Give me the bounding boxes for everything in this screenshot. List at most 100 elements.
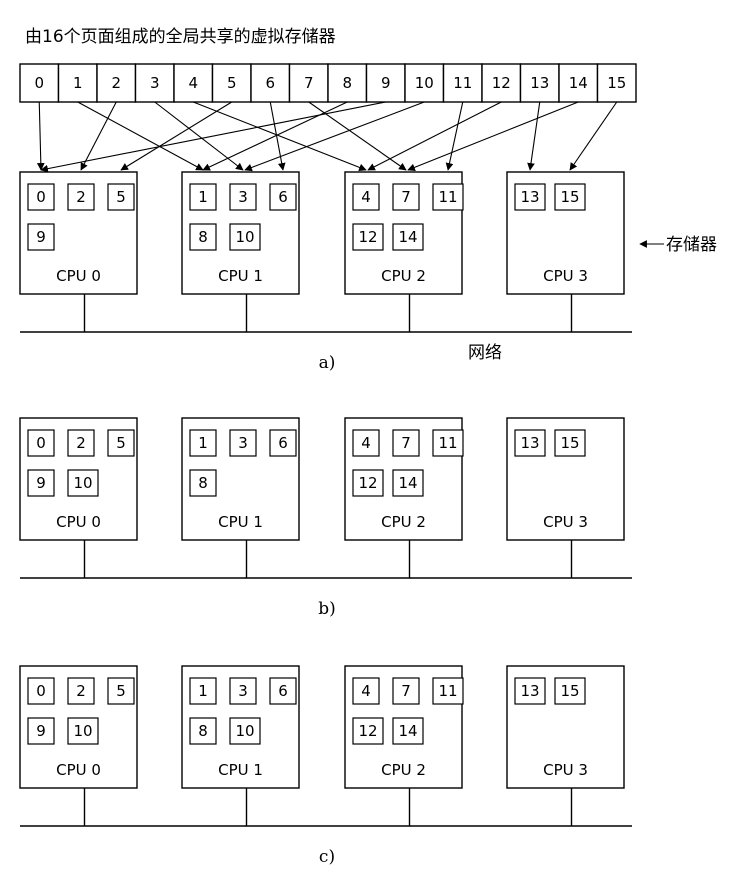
page-frame-number: 2 [76,682,86,700]
virtual-page-7: 7 [288,63,329,103]
virtual-page-number: 14 [569,74,588,92]
page-frame-number: 10 [73,722,92,740]
page-frame-number: 8 [198,722,208,740]
page-frame-11: 11 [432,183,464,211]
virtual-page-number: 7 [304,74,314,92]
page-frame-4: 4 [352,429,380,457]
page-frame-9: 9 [27,717,55,745]
page-frame-number: 6 [278,682,288,700]
panel-caption: c) [319,847,335,867]
mapping-arrow-5 [120,101,233,171]
mapping-arrow-6 [269,101,286,171]
page-frame-number: 13 [520,434,539,452]
page-frame-number: 6 [278,434,288,452]
cpu-node-0: CPU 0 0 2 5 9 10 [19,665,138,826]
page-frame-7: 7 [392,677,420,705]
page-frame-number: 14 [398,722,417,740]
title: 由16个页面组成的全局共享的虚拟存储器 [25,27,336,47]
page-frame-number: 0 [36,434,46,452]
virtual-page-6: 6 [250,63,291,103]
page-frame-number: 6 [278,188,288,206]
cpu-label: CPU 2 [381,761,426,779]
page-frame-12: 12 [352,223,384,251]
page-frame-7: 7 [392,429,420,457]
page-frame-9: 9 [27,469,55,497]
page-frame-4: 4 [352,677,380,705]
virtual-page-8: 8 [327,63,368,103]
page-frame-9: 9 [27,223,55,251]
page-frame-2: 2 [67,429,95,457]
virtual-page-number: 13 [530,74,549,92]
mapping-arrow-0 [36,101,45,171]
cpu-label: CPU 2 [381,513,426,531]
page-frame-number: 7 [401,682,411,700]
cpu-label: CPU 3 [543,761,588,779]
virtual-page-number: 2 [111,74,121,92]
page-frame-6: 6 [269,429,297,457]
page-frame-number: 3 [238,682,248,700]
page-frame-15: 15 [554,677,586,705]
network-label: 网络 [468,343,502,363]
cpu-node-3: CPU 3 13 15 [506,665,625,826]
page-frame-number: 11 [438,434,457,452]
cpu-label: CPU 3 [543,267,588,285]
page-frame-number: 14 [398,228,417,246]
virtual-page-0: 0 [19,63,60,103]
cpu-label: CPU 0 [56,513,101,531]
page-frame-11: 11 [432,429,464,457]
mapping-arrow-10 [244,101,425,172]
page-frame-number: 11 [438,682,457,700]
page-frame-15: 15 [554,183,586,211]
mapping-arrow-1 [77,101,204,171]
cpu-label: CPU 2 [381,267,426,285]
page-frame-7: 7 [392,183,420,211]
virtual-page-13: 13 [519,63,560,103]
page-frame-15: 15 [554,429,586,457]
page-frame-number: 10 [235,228,254,246]
page-frame-number: 4 [361,682,371,700]
cpu-label: CPU 0 [56,267,101,285]
panel-caption: b) [318,599,336,619]
memory-label: 存储器 [666,235,717,255]
mapping-arrow-15 [569,101,618,171]
page-frame-0: 0 [27,183,55,211]
cpu-label: CPU 1 [218,267,263,285]
virtual-page-1: 1 [57,63,98,103]
virtual-page-14: 14 [558,63,599,103]
page-frame-8: 8 [189,717,217,745]
mapping-arrow-8 [202,101,348,171]
mapping-arrow-4 [193,101,367,172]
page-frame-number: 13 [520,188,539,206]
page-frame-number: 9 [36,722,46,740]
virtual-page-11: 11 [442,63,483,103]
page-frame-number: 5 [116,434,126,452]
page-frame-number: 12 [358,474,377,492]
page-frame-2: 2 [67,183,95,211]
page-frame-number: 2 [76,434,86,452]
virtual-page-number: 0 [34,74,44,92]
page-frame-5: 5 [107,429,135,457]
page-frame-10: 10 [67,717,99,745]
mapping-arrow-12 [367,101,502,171]
page-frame-number: 13 [520,682,539,700]
page-frame-number: 7 [401,188,411,206]
virtual-page-number: 9 [381,74,391,92]
virtual-page-5: 5 [211,63,252,103]
virtual-page-number: 11 [453,74,472,92]
virtual-page-number: 10 [415,74,434,92]
page-frame-0: 0 [27,677,55,705]
cpu-label: CPU 0 [56,761,101,779]
mapping-arrow-11 [445,101,464,171]
page-frame-number: 3 [238,434,248,452]
virtual-page-12: 12 [481,63,522,103]
page-frame-1: 1 [189,429,217,457]
page-frame-number: 15 [560,682,579,700]
page-frame-3: 3 [229,183,257,211]
page-frame-number: 5 [116,682,126,700]
